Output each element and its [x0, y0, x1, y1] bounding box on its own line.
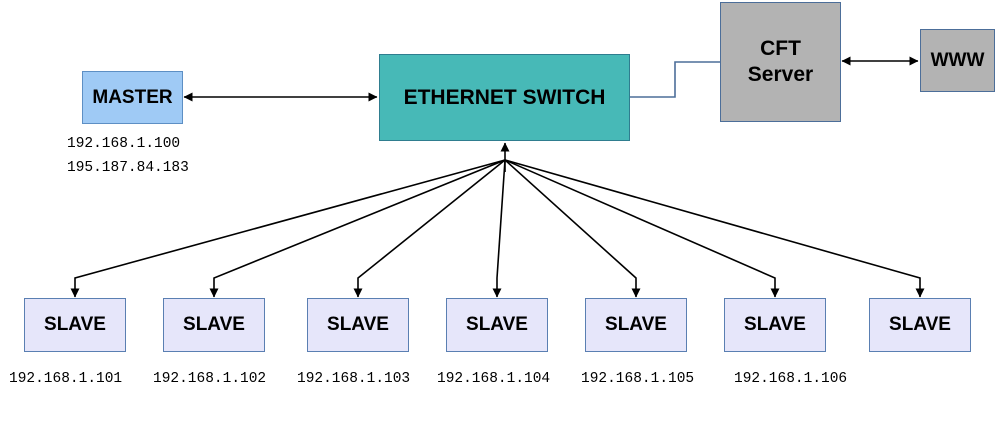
slave-node-4: SLAVE: [446, 298, 548, 352]
slave-link-6: [504, 159, 780, 298]
slave-ip-4: 192.168.1.104: [437, 371, 551, 387]
switch-label: ETHERNET SWITCH: [403, 85, 606, 109]
slave-ip-3: 192.168.1.103: [297, 371, 411, 387]
slave-node-1: SLAVE: [24, 298, 126, 352]
master-node: MASTER: [82, 71, 183, 124]
slave-label: SLAVE: [605, 314, 667, 335]
slave-label: SLAVE: [889, 314, 951, 335]
master-ip-local: 192.168.1.100: [67, 136, 181, 152]
slave-link-4: [492, 159, 506, 298]
slave-link-1: [70, 159, 506, 298]
slave-link-5: [504, 159, 641, 298]
slave-ip-1: 192.168.1.101: [9, 371, 123, 387]
slave-ip-6: 192.168.1.106: [734, 371, 848, 387]
ethernet-switch-node: ETHERNET SWITCH: [379, 54, 630, 141]
master-ip-public: 195.187.84.183: [67, 160, 189, 176]
slave-node-5: SLAVE: [585, 298, 687, 352]
slave-link-7: [504, 159, 925, 298]
slave-ip-5: 192.168.1.105: [581, 371, 695, 387]
slave-node-7: SLAVE: [869, 298, 971, 352]
slave-ip-2: 192.168.1.102: [153, 371, 267, 387]
server-label-line1: CFT: [760, 37, 801, 60]
slave-node-6: SLAVE: [724, 298, 826, 352]
cft-server-node: CFT Server: [720, 2, 841, 122]
www-label: WWW: [930, 49, 985, 71]
slave-label: SLAVE: [466, 314, 528, 335]
www-node: WWW: [920, 29, 995, 92]
slave-node-3: SLAVE: [307, 298, 409, 352]
slave-links: [70, 159, 925, 298]
master-label: MASTER: [92, 86, 173, 108]
switch-server-link: [630, 61, 720, 98]
slave-label: SLAVE: [44, 314, 106, 335]
slave-node-2: SLAVE: [163, 298, 265, 352]
slave-link-2: [209, 159, 506, 298]
server-label-line2: Server: [747, 63, 814, 86]
slave-link-3: [353, 159, 506, 298]
slave-label: SLAVE: [327, 314, 389, 335]
slave-label: SLAVE: [183, 314, 245, 335]
slave-label: SLAVE: [744, 314, 806, 335]
